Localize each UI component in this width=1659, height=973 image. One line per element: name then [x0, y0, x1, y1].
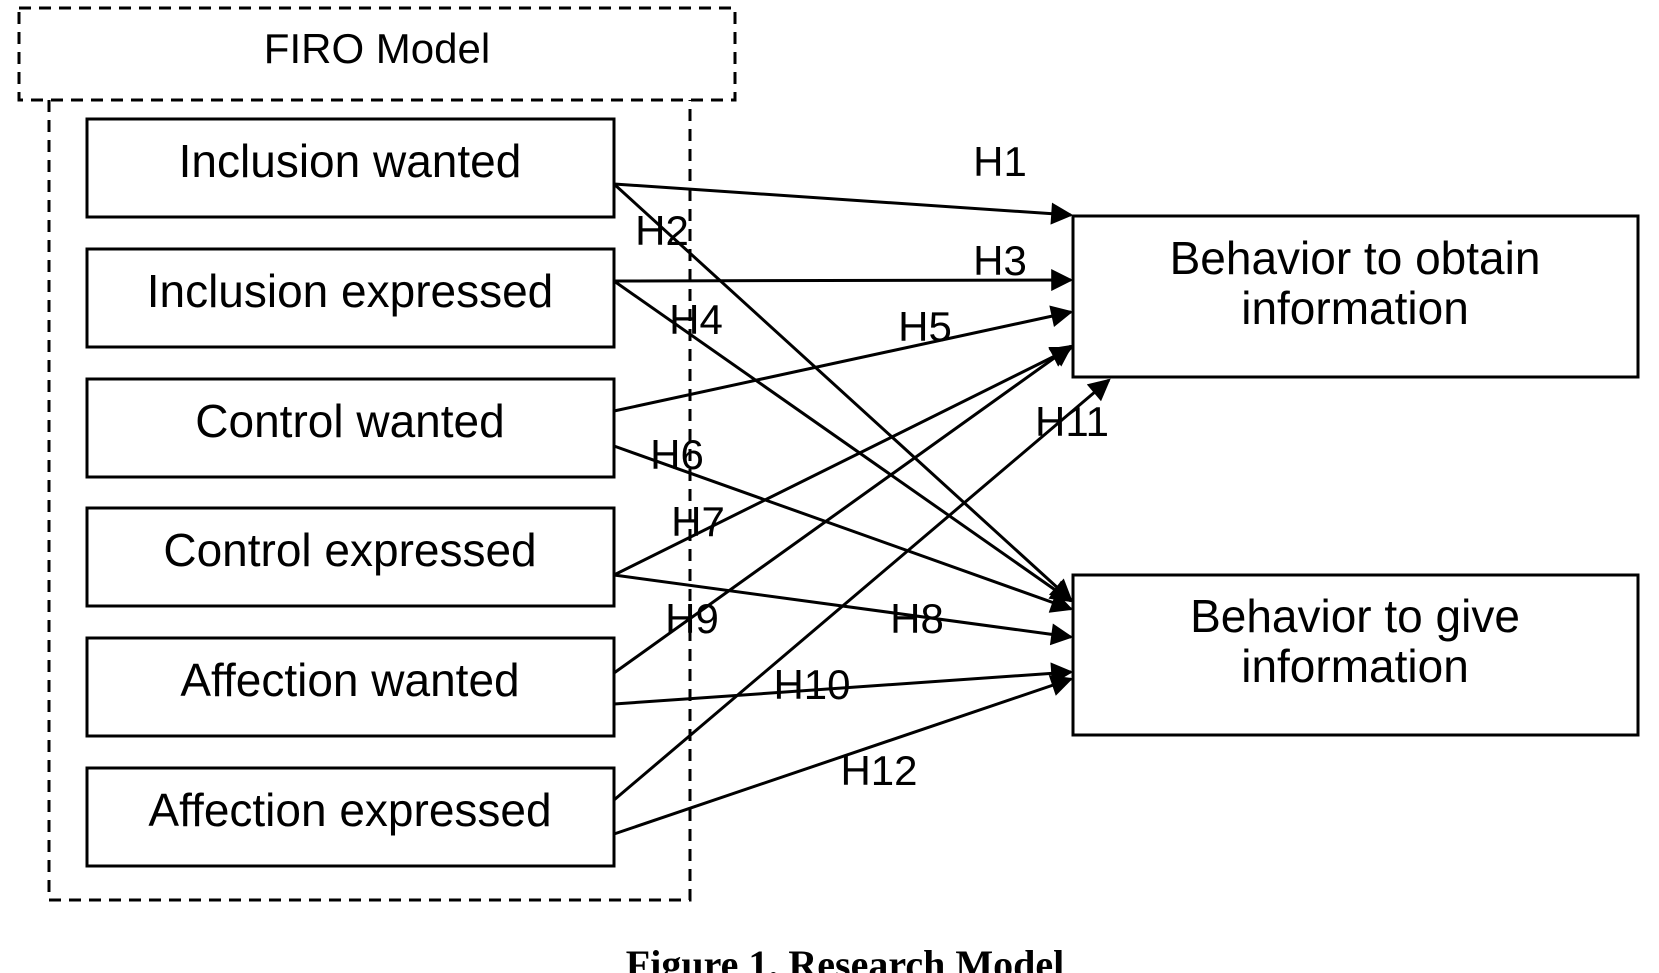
source-label-affection-wanted: Affection wanted: [180, 654, 519, 706]
target-box-obtain-information: Behavior to obtain information: [1071, 214, 1640, 379]
source-label-affection-expressed: Affection expressed: [148, 784, 551, 836]
arrow-h5: [613, 305, 1074, 413]
hypothesis-arrows: [612, 182, 1111, 836]
firo-model-header-frame: [17, 6, 737, 102]
hypothesis-label-h1: H1: [973, 138, 1027, 185]
firo-model-group-frame: [47, 100, 692, 902]
hypothesis-label-h7: H7: [671, 498, 725, 545]
hypothesis-label-h4: H4: [669, 296, 723, 343]
hypothesis-label-h6: H6: [650, 431, 704, 478]
hypothesis-label-h3: H3: [973, 237, 1027, 284]
target-box-give-information: Behavior to give information: [1071, 573, 1640, 737]
hypothesis-label-h5: H5: [898, 303, 952, 350]
source-label-inclusion-expressed: Inclusion expressed: [147, 265, 554, 317]
arrow-h3: [613, 269, 1074, 292]
arrow-h12: [613, 674, 1074, 836]
source-box-inclusion-expressed: Inclusion expressed: [85, 247, 616, 349]
arrow-h10: [613, 662, 1074, 706]
hypothesis-label-h9: H9: [665, 595, 719, 642]
source-box-affection-expressed: Affection expressed: [85, 766, 616, 868]
arrow-h7: [613, 346, 1073, 577]
target-label-obtain-line-2: information: [1241, 282, 1469, 334]
arrow-h1: [613, 182, 1074, 225]
target-label-give-line-1: Behavior to give: [1190, 590, 1520, 642]
source-box-control-expressed: Control expressed: [85, 506, 616, 608]
source-label-control-expressed: Control expressed: [163, 524, 536, 576]
arrow-h11: [613, 378, 1111, 802]
firo-model-title: FIRO Model: [264, 25, 490, 72]
source-label-inclusion-wanted: Inclusion wanted: [179, 135, 522, 187]
arrow-h2: [612, 182, 1073, 602]
hypothesis-label-h2: H2: [635, 207, 689, 254]
arrow-h4: [613, 279, 1073, 603]
hypothesis-label-h8: H8: [890, 595, 944, 642]
target-label-give-line-2: information: [1241, 640, 1469, 692]
arrow-h6: [613, 444, 1074, 613]
target-label-obtain-line-1: Behavior to obtain: [1170, 232, 1541, 284]
hypothesis-label-h11: H11: [1035, 398, 1109, 445]
source-label-control-wanted: Control wanted: [195, 395, 504, 447]
source-box-control-wanted: Control wanted: [85, 377, 616, 479]
arrow-h9: [613, 344, 1073, 675]
hypothesis-label-h12: H12: [840, 747, 917, 794]
hypothesis-label-h10: H10: [773, 661, 850, 708]
figure-caption: Figure 1. Research Model: [626, 942, 1064, 973]
source-box-affection-wanted: Affection wanted: [85, 636, 616, 738]
source-box-inclusion-wanted: Inclusion wanted: [85, 117, 616, 219]
